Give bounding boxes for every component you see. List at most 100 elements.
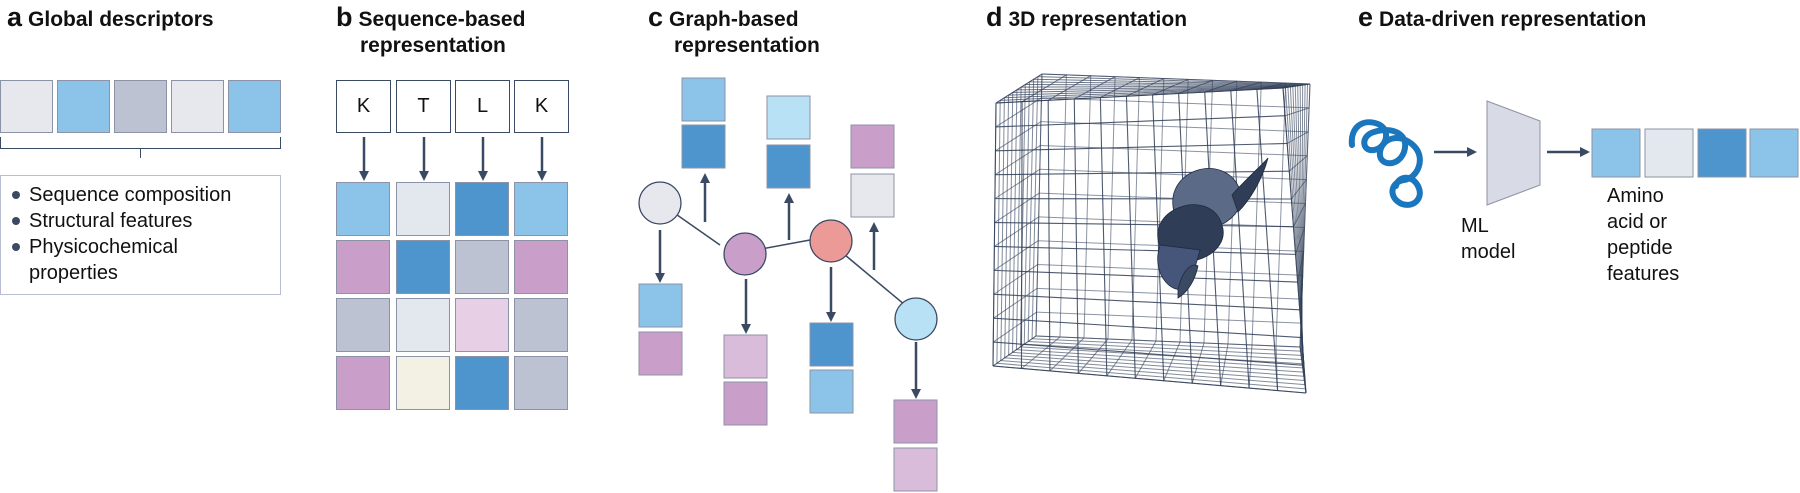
feature-cell bbox=[893, 447, 938, 492]
grid-line bbox=[995, 142, 1288, 152]
grid-line bbox=[1004, 86, 1288, 99]
feature-cell bbox=[681, 124, 726, 169]
grid-line bbox=[993, 317, 1302, 339]
descriptor-cell bbox=[114, 80, 167, 133]
panel-e-letter: e bbox=[1358, 2, 1374, 32]
grid-line bbox=[1256, 89, 1279, 391]
feature-cell bbox=[455, 298, 509, 352]
descriptor-cell bbox=[171, 80, 224, 133]
list-item-text: properties bbox=[29, 262, 118, 284]
feature-cell bbox=[850, 124, 895, 169]
feature-cell bbox=[336, 356, 390, 410]
bullet-icon bbox=[12, 191, 20, 199]
list-item-text: Sequence composition bbox=[29, 184, 232, 206]
feature-cell bbox=[809, 322, 854, 367]
feature-cell bbox=[514, 182, 568, 236]
grid-line bbox=[1077, 338, 1109, 374]
grid-line bbox=[992, 365, 1307, 394]
feature-cell bbox=[396, 298, 450, 352]
grid-line bbox=[1031, 76, 1039, 339]
grid-line bbox=[1275, 83, 1287, 347]
grid-line bbox=[995, 73, 1043, 104]
grid-line bbox=[993, 240, 1039, 271]
ml-model-shape bbox=[1486, 100, 1541, 206]
grid-line bbox=[1163, 341, 1181, 381]
feature-cell bbox=[809, 369, 854, 414]
grid-line bbox=[1016, 85, 1296, 91]
grid-line bbox=[1035, 335, 1301, 348]
grid-line bbox=[996, 100, 1001, 364]
grid-line bbox=[1008, 354, 1304, 377]
feature-cell bbox=[396, 182, 450, 236]
panel-c-title-line2: representation bbox=[674, 34, 820, 57]
panel-b-letter: b bbox=[336, 2, 353, 32]
grid-line bbox=[994, 192, 1040, 223]
grid-line bbox=[1004, 357, 1305, 381]
list-item: Sequence composition bbox=[1, 182, 280, 208]
residue-box: K bbox=[514, 80, 569, 133]
grid-line bbox=[1035, 73, 1043, 337]
grid-line bbox=[1000, 360, 1305, 386]
output-cell bbox=[1697, 128, 1747, 178]
feature-cell bbox=[893, 399, 938, 444]
grid-line bbox=[1125, 96, 1136, 379]
grid-line bbox=[1041, 97, 1310, 109]
grid-line bbox=[1028, 340, 1302, 356]
feature-cell bbox=[514, 298, 568, 352]
grid-line bbox=[1004, 95, 1010, 358]
grid-line bbox=[1033, 78, 1306, 86]
grid-line bbox=[1041, 73, 1311, 85]
grid-line bbox=[1191, 342, 1205, 384]
grid-line bbox=[1220, 343, 1229, 386]
feature-cell bbox=[850, 173, 895, 218]
ml-model-label: ML model bbox=[1461, 215, 1516, 263]
descriptor-cell bbox=[0, 80, 53, 133]
grid-line bbox=[1021, 336, 1061, 369]
feature-cell bbox=[396, 356, 450, 410]
graph-node bbox=[638, 181, 682, 225]
grid-line bbox=[995, 115, 1286, 128]
grid-line bbox=[1027, 79, 1035, 342]
graph-edge bbox=[844, 254, 906, 306]
panel-d-title-text: 3D representation bbox=[1008, 8, 1188, 31]
grid-line bbox=[1008, 86, 1291, 96]
grid-line bbox=[1037, 287, 1302, 300]
grid-line bbox=[1040, 144, 1308, 157]
helix-segment bbox=[1231, 157, 1269, 213]
panel-c-title-line1: Graph-based bbox=[669, 8, 799, 31]
descriptor-cell bbox=[57, 80, 110, 133]
grid-line bbox=[994, 216, 1040, 247]
feature-cell bbox=[455, 240, 509, 294]
panel-b-title-line1: Sequence-based bbox=[358, 8, 526, 31]
grid-line bbox=[1000, 87, 1286, 101]
graph-node bbox=[723, 232, 767, 276]
grid-line bbox=[1059, 74, 1067, 338]
bullet-icon bbox=[12, 217, 20, 225]
grid-line bbox=[995, 121, 1042, 152]
output-label-line1: Amino acid or bbox=[1607, 185, 1668, 233]
feature-cell bbox=[336, 298, 390, 352]
grid-line bbox=[1282, 87, 1307, 394]
grid-line bbox=[996, 362, 1306, 390]
descriptor-list: Sequence composition Structural features… bbox=[0, 175, 281, 295]
grid-line bbox=[995, 170, 1290, 176]
grid-line bbox=[1155, 78, 1165, 342]
residue-box: L bbox=[455, 80, 510, 133]
grid-line bbox=[1025, 84, 1301, 86]
panel-a-title-text: Global descriptors bbox=[28, 8, 214, 31]
residue-box: T bbox=[396, 80, 451, 133]
grid-line bbox=[1248, 344, 1253, 389]
bracket bbox=[0, 137, 281, 149]
bracket-stem bbox=[140, 149, 141, 158]
list-item-text: Structural features bbox=[29, 210, 193, 232]
grid-line bbox=[992, 335, 1037, 367]
bullet-icon bbox=[12, 243, 20, 251]
panel-c-letter: c bbox=[648, 2, 664, 32]
output-cell bbox=[1749, 128, 1799, 178]
grid-line bbox=[1000, 97, 1005, 361]
list-item: Structural features bbox=[1, 208, 280, 234]
grid-line bbox=[993, 264, 1038, 295]
